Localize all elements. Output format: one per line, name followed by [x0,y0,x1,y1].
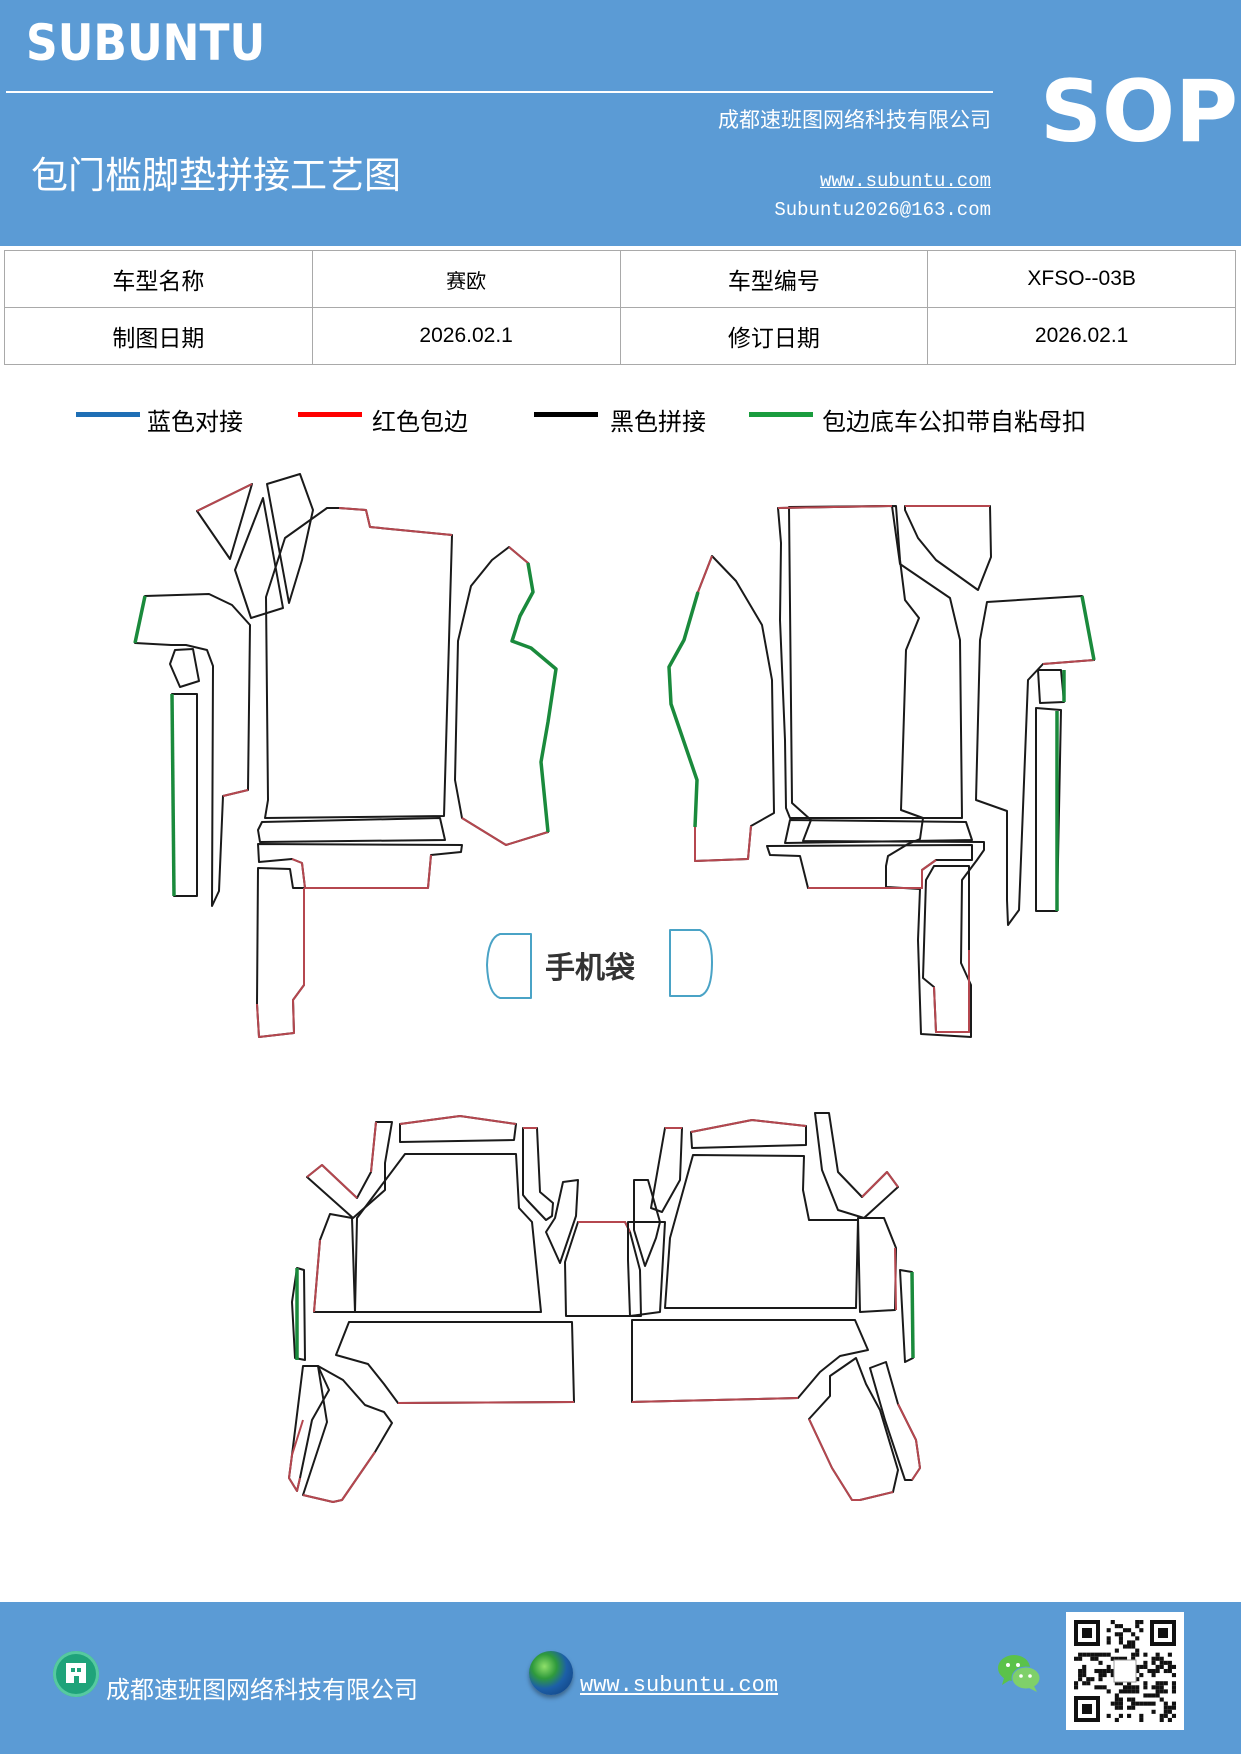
revise-date-value: 2026.02.1 [927,307,1236,365]
model-name-value: 赛欧 [311,250,621,308]
pattern-upper-right [788,505,985,1038]
header-website-link[interactable]: www.subuntu.com [819,170,991,192]
header-email: Subuntu2026@163.com [774,199,991,221]
pattern-upper-right-velcro [667,591,1096,911]
revise-date-label: 修订日期 [619,307,929,365]
mat-pattern-drawing [133,473,1096,1503]
legend-swatch [749,412,813,417]
legend-swatch [298,412,362,417]
footer-company: 成都速班图网络科技有限公司 [106,1676,418,1704]
info-table: 车型名称 赛欧 车型编号 XFSO--03B 制图日期 2026.02.1 修订… [4,250,1236,365]
phone-pouch-label: 手机袋 [545,951,635,986]
table-row: 制图日期 2026.02.1 修订日期 2026.02.1 [4,307,1236,365]
pattern-lower-right [627,1112,921,1501]
doc-type-label: SOP [1040,62,1239,162]
phone-pouch [486,929,713,999]
pattern-upper-right-pieces [668,505,1095,1033]
model-name-label: 车型名称 [4,250,313,308]
pattern-upper-left-velcro [133,562,558,897]
legend-label: 蓝色对接 [147,408,243,436]
draw-date-label: 制图日期 [4,307,313,365]
draw-date-value: 2026.02.1 [311,307,621,365]
model-code-value: XFSO--03B [927,250,1236,308]
header-divider [6,91,993,93]
legend-label: 黑色拼接 [610,408,706,436]
qr-code [1066,1612,1184,1730]
wechat-icon[interactable] [996,1652,1042,1694]
building-icon [53,1651,99,1697]
legend-label: 包边底车公扣带自粘母扣 [822,408,1086,436]
pattern-upper-left-binding [196,483,549,1038]
globe-icon [529,1651,573,1695]
header-banner: SUBUNTU 成都速班图网络科技有限公司 包门槛脚垫拼接工艺图 www.sub… [0,0,1241,246]
pattern-upper-left [134,473,557,1038]
table-row: 车型名称 赛欧 车型编号 XFSO--03B [4,250,1236,308]
model-code-label: 车型编号 [619,250,929,308]
pattern-lower-left-binding [288,1115,631,1503]
pattern-upper-right-binding [694,505,1095,1033]
header-company: 成都速班图网络科技有限公司 [718,108,991,132]
page-title: 包门槛脚垫拼接工艺图 [31,154,401,197]
brand-logo: SUBUNTU [26,14,266,72]
pattern-lower-right-binding [631,1119,921,1501]
pattern-lower-right-velcro [910,1271,915,1359]
legend-swatch [76,412,140,417]
pattern-lower-left [288,1115,642,1503]
legend-label: 红色包边 [372,408,468,436]
legend-swatch [534,412,598,417]
footer-website-link[interactable]: www.subuntu.com [580,1673,779,1698]
